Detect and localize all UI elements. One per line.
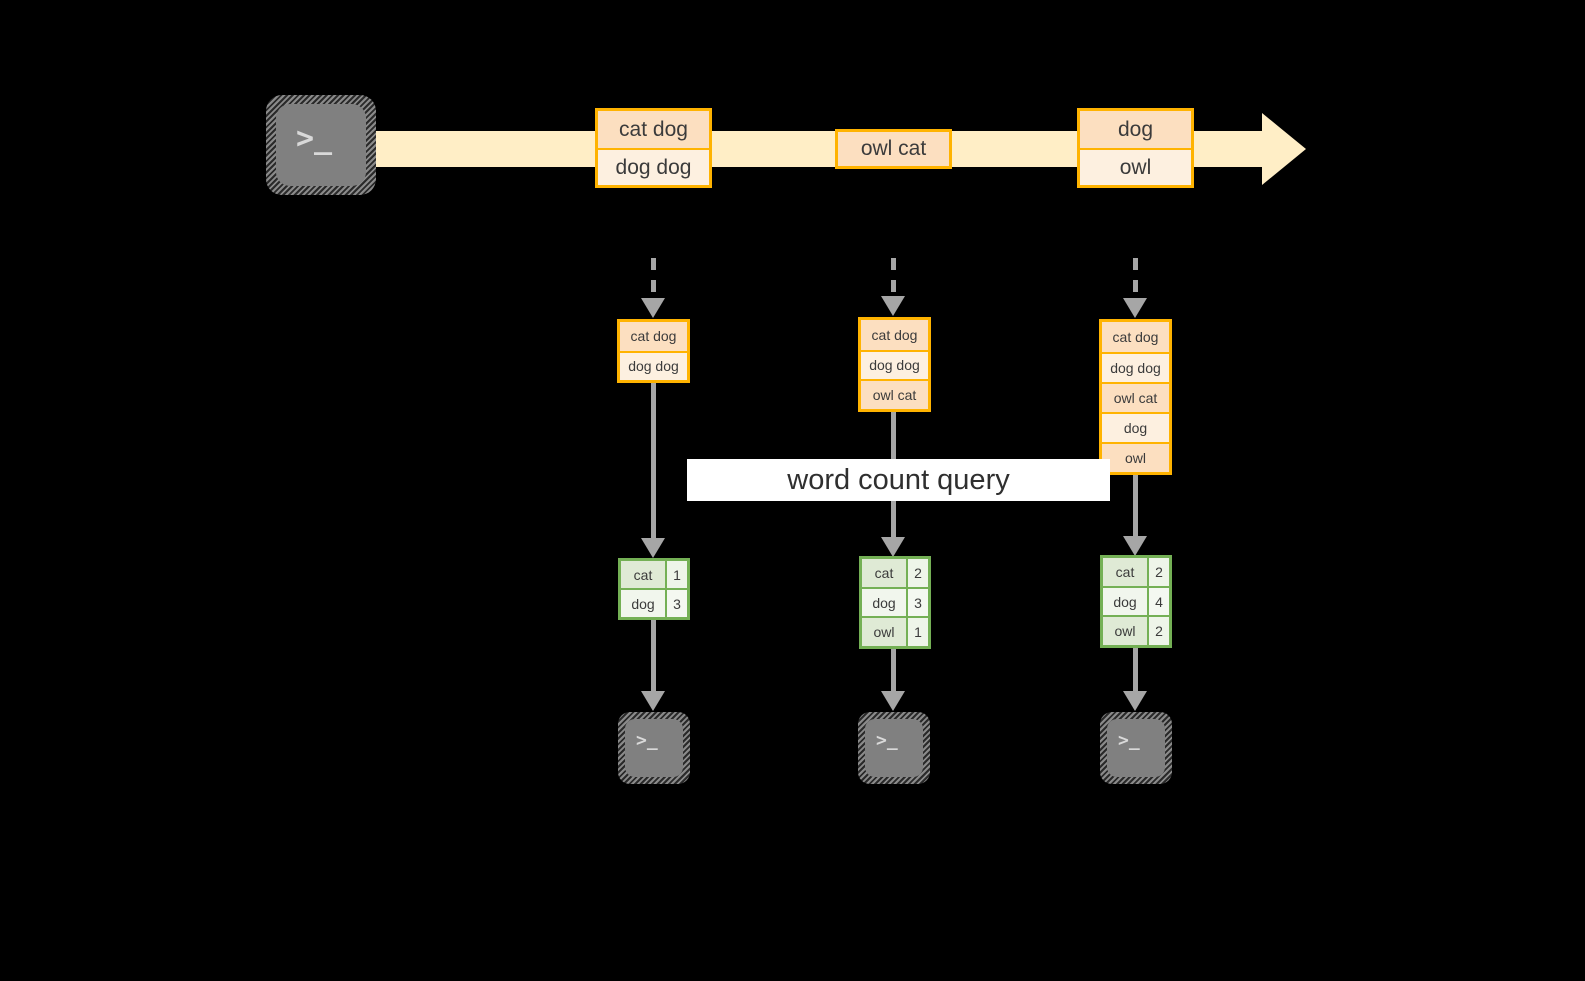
snapshot-1-capture-dashed-line: [651, 258, 656, 300]
snapshot-3-result-word-3: owl: [1103, 617, 1147, 646]
snapshot-3-sink-prompt-glyph: >_: [1118, 730, 1140, 751]
table-row: cat 2: [1103, 558, 1169, 586]
table-row: dog 4: [1103, 585, 1169, 616]
snapshot-2-result-count-2: 3: [906, 588, 928, 617]
stream-event-2[interactable]: owl cat: [835, 129, 952, 169]
stream-event-1-line-1: cat dog: [598, 111, 709, 149]
snapshot-1-query-line: [651, 383, 656, 539]
snapshot-1-capture-arrowhead: [641, 298, 665, 318]
snapshot-1-log-line-1: cat dog: [620, 322, 687, 351]
snapshot-2-output-line: [891, 649, 896, 692]
snapshot-1-sink-prompt-glyph: >_: [636, 730, 658, 751]
query-label: word count query: [687, 459, 1110, 501]
snapshot-1-output-line: [651, 620, 656, 692]
snapshot-2-capture-arrowhead: [881, 296, 905, 316]
snapshot-3-log-line-3: owl cat: [1102, 381, 1169, 412]
snapshot-3-log-line-2: dog dog: [1102, 351, 1169, 382]
snapshot-2-log-line-1: cat dog: [861, 320, 928, 350]
snapshot-2-capture-dashed-line: [891, 258, 896, 300]
snapshot-3-query-line: [1133, 475, 1138, 537]
table-row: cat 1: [621, 561, 687, 588]
snapshot-2-result-count-1: 2: [906, 559, 928, 587]
snapshot-1-result-word-1: cat: [621, 561, 665, 588]
snapshot-3-sink-terminal-icon[interactable]: [1107, 719, 1165, 777]
stream-event-1-line-2: dog dog: [598, 148, 709, 185]
snapshot-3-capture-arrowhead: [1123, 298, 1147, 318]
event-stream-arrowhead: [1262, 113, 1306, 185]
snapshot-3-capture-dashed-line: [1133, 258, 1138, 300]
snapshot-2-sink-prompt-glyph: >_: [876, 730, 898, 751]
snapshot-2-result-word-1: cat: [862, 559, 906, 587]
snapshot-2-log-line-3: owl cat: [861, 379, 928, 410]
snapshot-1-query-arrowhead: [641, 538, 665, 558]
snapshot-2-output-arrowhead: [881, 691, 905, 711]
snapshot-2-log[interactable]: cat dog dog dog owl cat: [858, 317, 931, 412]
snapshot-2-log-line-2: dog dog: [861, 349, 928, 380]
snapshot-1-result-table[interactable]: cat 1 dog 3: [618, 558, 690, 620]
snapshot-3-result-count-2: 4: [1147, 587, 1169, 616]
stream-event-3[interactable]: dog owl: [1077, 108, 1194, 188]
snapshot-2-result-word-2: dog: [862, 588, 906, 617]
snapshot-3-result-word-1: cat: [1103, 558, 1147, 586]
stream-event-2-line-1: owl cat: [838, 132, 949, 166]
snapshot-3-log-line-5: owl: [1102, 442, 1169, 473]
table-row: owl 2: [1103, 615, 1169, 646]
source-terminal-icon[interactable]: [276, 104, 366, 186]
snapshot-3-result-word-2: dog: [1103, 587, 1147, 616]
snapshot-1-result-count-1: 1: [665, 561, 687, 588]
source-terminal-prompt-glyph: >_: [296, 121, 333, 156]
snapshot-1-output-arrowhead: [641, 691, 665, 711]
snapshot-3-log-line-1: cat dog: [1102, 322, 1169, 352]
snapshot-3-log-line-4: dog: [1102, 411, 1169, 442]
snapshot-1-log[interactable]: cat dog dog dog: [617, 319, 690, 383]
snapshot-3-result-count-3: 2: [1147, 617, 1169, 646]
snapshot-2-result-count-3: 1: [906, 618, 928, 647]
snapshot-1-log-line-2: dog dog: [620, 350, 687, 380]
snapshot-3-output-arrowhead: [1123, 691, 1147, 711]
snapshot-3-query-arrowhead: [1123, 536, 1147, 556]
snapshot-2-result-table[interactable]: cat 2 dog 3 owl 1: [859, 556, 931, 649]
stream-event-3-line-2: owl: [1080, 148, 1191, 185]
stream-event-1[interactable]: cat dog dog dog: [595, 108, 712, 188]
snapshot-2-result-word-3: owl: [862, 618, 906, 647]
table-row: cat 2: [862, 559, 928, 587]
table-row: owl 1: [862, 616, 928, 647]
snapshot-3-output-line: [1133, 648, 1138, 692]
table-row: dog 3: [621, 588, 687, 617]
snapshot-3-result-count-1: 2: [1147, 558, 1169, 586]
snapshot-1-sink-terminal-icon[interactable]: [625, 719, 683, 777]
snapshot-1-result-word-2: dog: [621, 590, 665, 617]
table-row: dog 3: [862, 586, 928, 617]
snapshot-1-result-count-2: 3: [665, 590, 687, 617]
snapshot-2-query-arrowhead: [881, 537, 905, 557]
snapshot-3-log[interactable]: cat dog dog dog owl cat dog owl: [1099, 319, 1172, 475]
stream-event-3-line-1: dog: [1080, 111, 1191, 149]
snapshot-2-sink-terminal-icon[interactable]: [865, 719, 923, 777]
snapshot-3-result-table[interactable]: cat 2 dog 4 owl 2: [1100, 555, 1172, 648]
